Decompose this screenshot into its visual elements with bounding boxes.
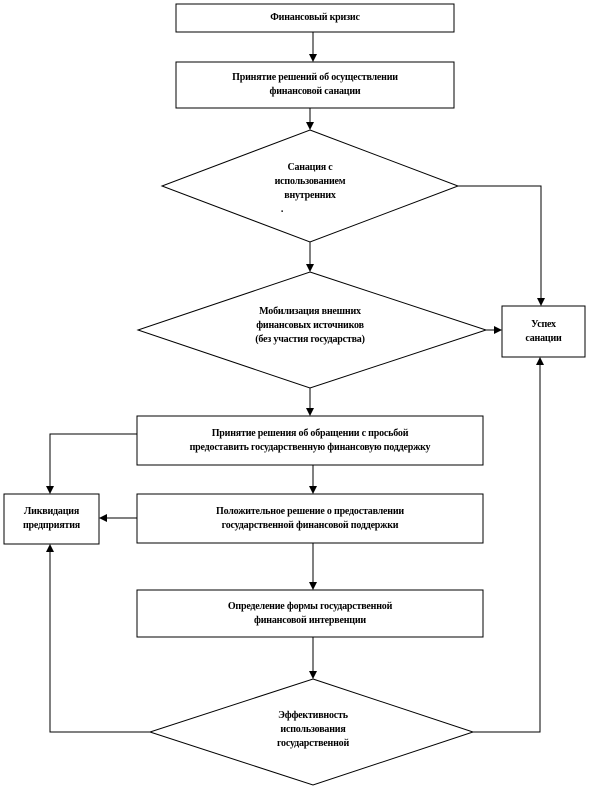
intervention-form-box — [136, 589, 484, 638]
arrow-internal-to-success — [458, 185, 545, 306]
arrow-effectiveness-to-liquidation — [46, 544, 150, 733]
success-label: Успех санации — [525, 318, 562, 344]
intervention-form-label: Определение формы государственной финанс… — [227, 600, 393, 626]
arrow-request-to-liquidation — [46, 433, 137, 494]
crisis-label: Финансовый кризис — [270, 12, 360, 23]
liquidation-label: Ликвидация предприятия — [22, 506, 81, 531]
effectiveness-label: Эффективность использования государствен… — [276, 710, 350, 749]
positive-decision-label: Положительное решение о предоставлении г… — [216, 505, 404, 531]
state-support-request-box — [136, 415, 484, 466]
effectiveness-diamond — [148, 678, 475, 786]
arrow-effectiveness-to-success — [473, 357, 544, 733]
state-support-request-label: Принятие решения об обращении с просьбой… — [189, 427, 431, 453]
sanation-decision-label: Принятие решений об осуществлении финанс… — [232, 72, 398, 97]
external-mobilization-label: Мобилизация внешних финансовых источнико… — [255, 306, 365, 345]
stray-mark: . — [280, 204, 284, 215]
sanation-decision-box — [175, 61, 455, 109]
crisis-box — [175, 3, 455, 33]
internal-sanation-label: Санация с использованием внутренних — [274, 162, 346, 201]
